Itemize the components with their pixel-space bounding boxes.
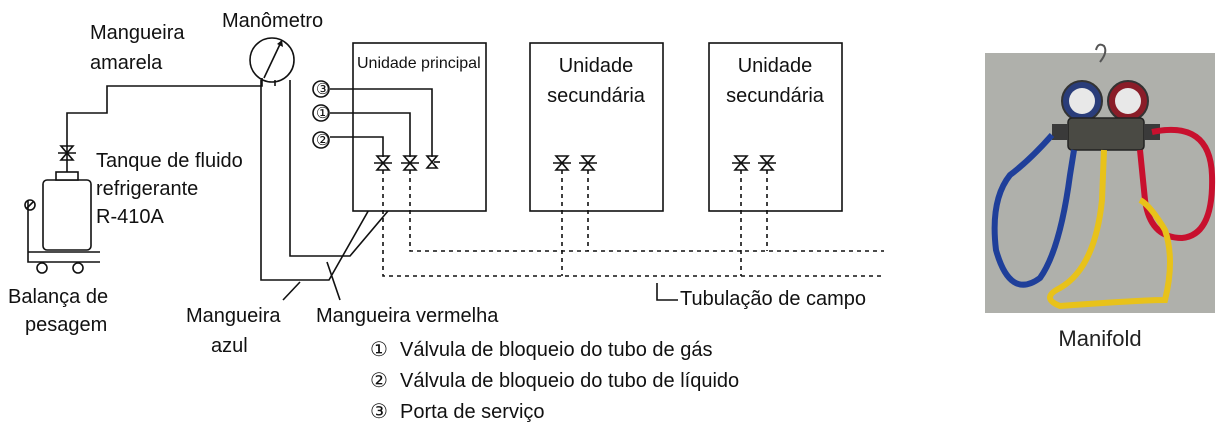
yellow-hose-label-line1: Mangueira [90, 22, 185, 44]
legend-num-3: ③ [370, 401, 388, 423]
blue-hose-label-line1: Mangueira [186, 305, 281, 327]
legend: ① Válvula de bloqueio do tubo de gás ② V… [370, 339, 739, 423]
gauge-icon [249, 37, 295, 83]
blue-hose-photo [991, 133, 1077, 288]
field-piping-leader [656, 283, 678, 301]
tank-label-line2: refrigerante [96, 178, 198, 200]
main-unit-label: Unidade principal [357, 55, 481, 72]
liquid-valve-leader [330, 136, 384, 157]
secondary-unit-2-box [708, 42, 843, 212]
blue-hose-label-line2: azul [211, 335, 248, 357]
legend-num-1: ① [370, 339, 388, 361]
refrigerant-tank-icon [42, 171, 92, 251]
gauge-label: Manômetro [222, 10, 323, 32]
marker-1: ① [312, 104, 330, 122]
service-port-leader [330, 88, 433, 157]
yellow-hose-line [66, 78, 263, 180]
scale-label-line1: Balança de [8, 286, 108, 308]
field-piping-label: Tubulação de campo [680, 288, 866, 310]
liquid-valve-icon [374, 155, 392, 171]
legend-text-2: Válvula de bloqueio do tubo de líquido [400, 370, 739, 392]
red-hose-label: Mangueira vermelha [316, 305, 499, 327]
secondary-unit-2-label-line1: Unidade [738, 55, 813, 77]
secondary-unit-2-valve-a-icon [732, 155, 750, 171]
legend-text-3: Porta de serviço [400, 401, 545, 423]
manifold-caption: Manifold [1058, 326, 1142, 351]
marker-1-text: ① [316, 105, 329, 122]
legend-text-1: Válvula de bloqueio do tubo de gás [400, 339, 712, 361]
yellow-hose-label-line2: amarela [90, 52, 163, 74]
secondary-unit-2-valve-b-icon [758, 155, 776, 171]
yellow-hose-photo [1047, 149, 1173, 310]
tank-label-line3: R-410A [96, 206, 164, 228]
gas-valve-icon [401, 155, 419, 171]
legend-num-2: ② [370, 370, 388, 392]
red-hose-line [289, 80, 411, 257]
tank-valve-icon [58, 145, 76, 161]
gas-valve-leader [330, 112, 411, 157]
marker-3: ③ [312, 80, 330, 98]
manifold-photo [985, 43, 1216, 313]
service-port-icon [425, 155, 440, 169]
tank-label-line1: Tanque de fluido [96, 150, 243, 172]
secondary-unit-2-label-line2: secundária [726, 85, 825, 107]
scale-label-line2: pesagem [25, 314, 107, 336]
field-piping [382, 170, 884, 277]
secondary-unit-1-label-line1: Unidade [559, 55, 634, 77]
secondary-unit-1-valve-b-icon [579, 155, 597, 171]
red-hose-leader [326, 261, 341, 301]
blue-hose-line [260, 80, 384, 281]
secondary-unit-1-box [529, 42, 664, 212]
weighing-scale-icon [24, 199, 100, 274]
main-unit-box [352, 42, 487, 212]
blue-hose-leader [282, 281, 301, 301]
secondary-unit-1-label-line2: secundária [547, 85, 646, 107]
marker-3-text: ③ [316, 81, 329, 98]
red-hose-photo [1137, 126, 1216, 242]
marker-2-text: ② [316, 132, 329, 149]
marker-2: ② [312, 131, 330, 149]
secondary-unit-1-valve-a-icon [553, 155, 571, 171]
